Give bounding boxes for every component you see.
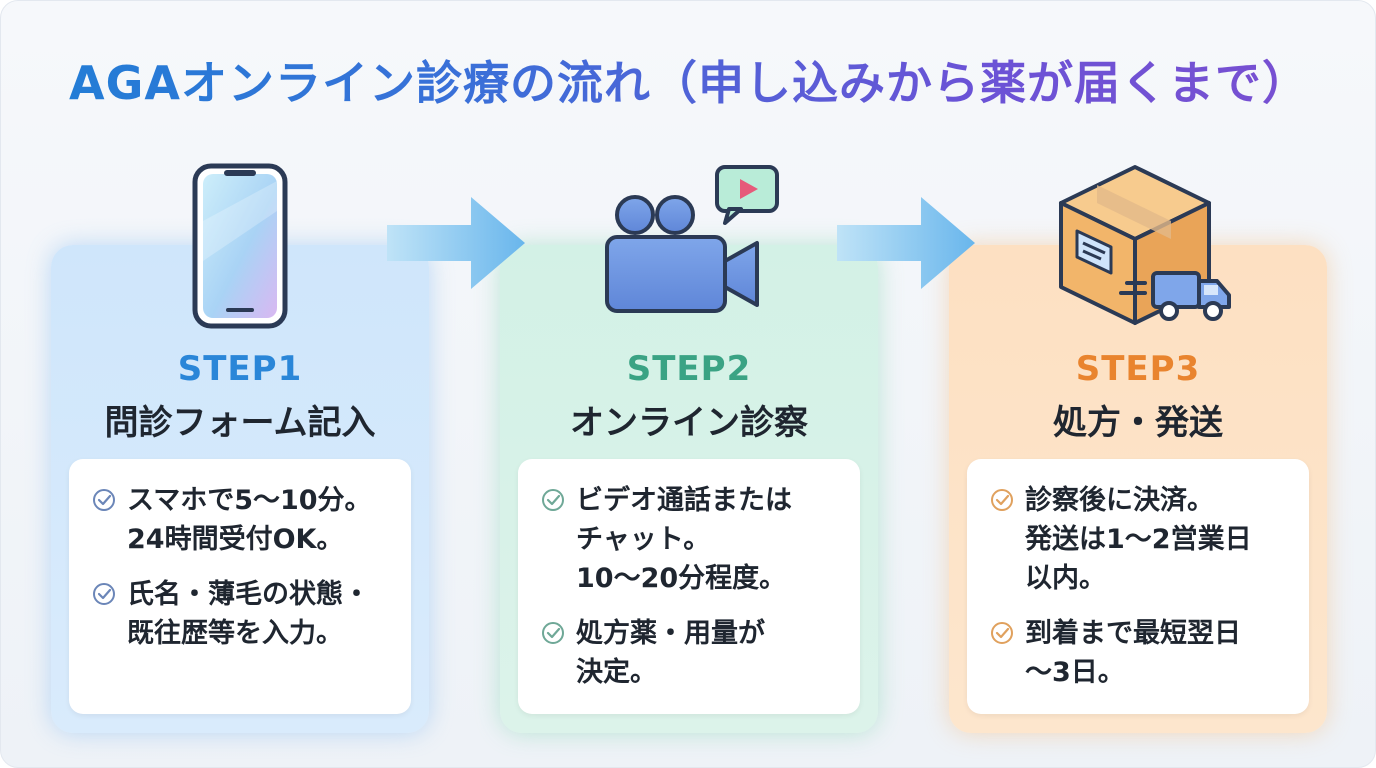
right-arrow-icon <box>387 197 525 289</box>
check-circle-icon <box>93 583 115 605</box>
check-circle-icon <box>991 489 1013 511</box>
list-item-text: 診察後に決済。 発送は1〜2営業日 以内。 <box>1025 485 1252 594</box>
package-delivery-icon <box>1059 165 1231 325</box>
check-circle-icon <box>93 489 115 511</box>
step3-label: STEP3 <box>1075 349 1201 389</box>
step3-detail-box: 診察後に決済。 発送は1〜2営業日 以内。 到着まで最短翌日 〜3日。 <box>967 459 1309 714</box>
list-item: ビデオ通話または チャット。 10〜20分程度。 <box>540 481 844 598</box>
list-item: 処方薬・用量が 決定。 <box>540 614 844 692</box>
check-circle-icon <box>991 622 1013 644</box>
list-item: 到着まで最短翌日 〜3日。 <box>989 614 1293 692</box>
page-title: AGAオンライン診療の流れ（申し込みから薬が届くまで） <box>1 47 1375 113</box>
step2-label: STEP2 <box>626 349 752 389</box>
list-item-text: スマホで5〜10分。 24時間受付OK。 <box>127 485 372 555</box>
list-item: 診察後に決済。 発送は1〜2営業日 以内。 <box>989 481 1293 598</box>
list-item-text: ビデオ通話または チャット。 10〜20分程度。 <box>576 485 792 594</box>
list-item: スマホで5〜10分。 24時間受付OK。 <box>91 481 395 559</box>
list-item-text: 氏名・薄毛の状態・ 既往歴等を入力。 <box>127 579 370 649</box>
check-circle-icon <box>542 622 564 644</box>
right-arrow-icon <box>837 197 975 289</box>
check-circle-icon <box>542 489 564 511</box>
step1-title: 問診フォーム記入 <box>104 403 376 443</box>
step1-detail-box: スマホで5〜10分。 24時間受付OK。 氏名・薄毛の状態・ 既往歴等を入力。 <box>69 459 411 714</box>
list-item-text: 到着まで最短翌日 〜3日。 <box>1025 618 1241 688</box>
step2-title: オンライン診察 <box>570 403 808 443</box>
smartphone-icon <box>192 163 288 329</box>
list-item-text: 処方薬・用量が 決定。 <box>576 618 765 688</box>
video-camera-icon <box>605 165 779 313</box>
step1-label: STEP1 <box>177 349 303 389</box>
step2-detail-box: ビデオ通話または チャット。 10〜20分程度。 処方薬・用量が 決定。 <box>518 459 860 714</box>
list-item: 氏名・薄毛の状態・ 既往歴等を入力。 <box>91 575 395 653</box>
step3-title: 処方・発送 <box>1053 403 1223 443</box>
